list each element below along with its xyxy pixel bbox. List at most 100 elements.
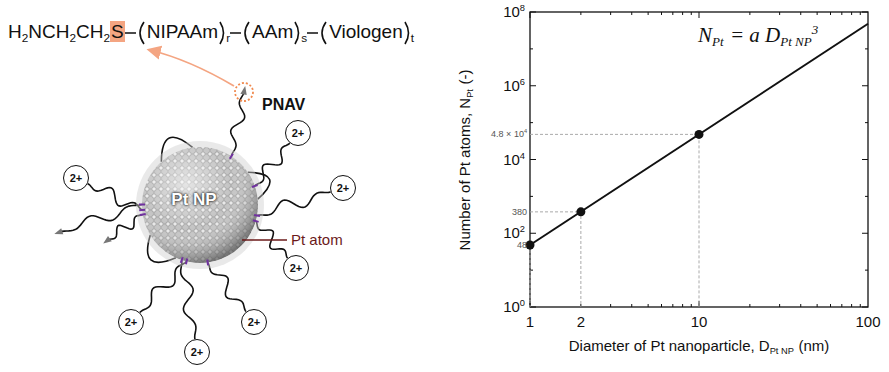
- chain-end: [103, 236, 112, 244]
- text-group: 4.8 × 104: [491, 129, 527, 140]
- label-text: NIPAAm: [147, 21, 218, 42]
- label-text: Pt NP: [171, 190, 216, 209]
- text-group: 10: [691, 313, 708, 331]
- thiol-anchor: [139, 203, 145, 205]
- chart-stroke: [830, 12, 831, 15]
- chart-stroke: [862, 307, 868, 308]
- label-text: Pt: [712, 34, 724, 49]
- label-text: Pt: [465, 89, 475, 98]
- chart-stroke: [851, 12, 852, 15]
- chart-stroke: [530, 85, 536, 86]
- polymer-chain: [255, 143, 290, 186]
- chart-stroke: [661, 12, 662, 15]
- chart-stroke: [661, 304, 662, 307]
- text-group: 108: [503, 3, 525, 21]
- label-text: Viologen: [329, 21, 403, 42]
- anchor-ticks: [139, 154, 260, 266]
- chart-stroke: [862, 159, 868, 160]
- text-group: 1: [526, 313, 534, 331]
- chart-stroke: [530, 12, 531, 18]
- chain-end: [240, 86, 246, 95]
- label-text: 10: [503, 77, 520, 94]
- chart-stroke: [648, 12, 649, 15]
- label-text: 2: [520, 224, 525, 234]
- charge-circle: 2+: [184, 339, 210, 365]
- chart-stroke: [865, 122, 868, 123]
- chart-stroke: [610, 304, 611, 307]
- guide-line: [530, 134, 699, 307]
- text-group: H2NCH2CH2SNIPAAmrAAmsViologent: [8, 20, 414, 46]
- label-text: PNAV: [262, 96, 305, 113]
- bracket-symbol: [293, 20, 301, 46]
- bracket-symbol: [218, 20, 226, 46]
- polymer-chain: [257, 192, 331, 216]
- chart-stroke: [865, 196, 868, 197]
- label-text: S: [110, 21, 125, 42]
- text-group: 106: [503, 77, 525, 95]
- polymer-chain: [60, 205, 142, 233]
- thiol-anchor: [253, 220, 259, 222]
- polymer-chain: [181, 260, 196, 339]
- thiol-anchor: [206, 260, 209, 266]
- chart-stroke: [699, 12, 700, 18]
- label-text: 10: [503, 3, 520, 20]
- label-text: Pt NP: [770, 346, 794, 356]
- thiol-anchor: [230, 154, 233, 159]
- chart-stroke: [830, 304, 831, 307]
- chart-stroke: [841, 304, 842, 307]
- chart-stroke: [631, 12, 632, 15]
- chart-stroke: [779, 12, 780, 15]
- label-text: 4: [520, 151, 525, 161]
- chart-stroke: [631, 304, 632, 307]
- chart-stroke: [530, 48, 533, 49]
- chart-stroke: [800, 12, 801, 15]
- chart-stroke: [648, 304, 649, 307]
- charge-label: 2+: [290, 262, 303, 274]
- thiol-anchor: [181, 257, 183, 263]
- charge-label: 2+: [125, 316, 138, 328]
- chart-stroke: [749, 12, 750, 15]
- guide-line: [530, 245, 531, 307]
- chart-stroke: [580, 12, 581, 15]
- charge-circle: 2+: [330, 175, 356, 201]
- chart-stroke: [865, 270, 868, 271]
- chart-stroke: [841, 12, 842, 15]
- chart-stroke: [817, 12, 818, 15]
- bracket-symbol: [230, 20, 252, 46]
- text-group: Pt NP: [171, 190, 216, 210]
- end-group-marker: [235, 83, 253, 101]
- label-text: CH: [76, 21, 103, 42]
- label-text: r: [226, 31, 230, 44]
- label-text: 10: [503, 151, 520, 168]
- label-text: 6: [520, 77, 525, 87]
- text-group: PNAV: [262, 95, 305, 114]
- bracket-symbol: [125, 20, 147, 46]
- charge-circle: 2+: [285, 120, 311, 146]
- chart-stroke: [779, 304, 780, 307]
- thiol-anchor: [186, 259, 187, 265]
- fit-line: [530, 24, 868, 245]
- leader-line: [242, 239, 287, 240]
- chart-stroke: [817, 304, 818, 307]
- label-text: 100: [855, 313, 880, 330]
- thiol-anchor: [254, 215, 260, 216]
- log-chart: [526, 12, 869, 307]
- label-text: 4: [524, 129, 527, 135]
- text-group: 48: [517, 240, 527, 251]
- chart-stroke: [530, 196, 533, 197]
- guide-line: [530, 212, 581, 307]
- text-group: 2: [577, 313, 585, 331]
- text-group: Number of Pt atoms, NPt(-): [456, 70, 476, 251]
- chart-stroke: [749, 304, 750, 307]
- chart-stroke: [851, 304, 852, 307]
- label-text: Number of Pt atoms, N: [456, 98, 473, 251]
- data-point: [576, 207, 585, 216]
- chart-stroke: [862, 12, 868, 13]
- chart-stroke: [800, 304, 801, 307]
- chart-stroke: [862, 233, 868, 234]
- text-group: NPt= a DPt NP3: [698, 22, 818, 50]
- chain-end: [54, 228, 63, 234]
- chart-stroke: [672, 12, 673, 15]
- label-text: 10: [691, 313, 708, 330]
- chart-stroke: [672, 304, 673, 307]
